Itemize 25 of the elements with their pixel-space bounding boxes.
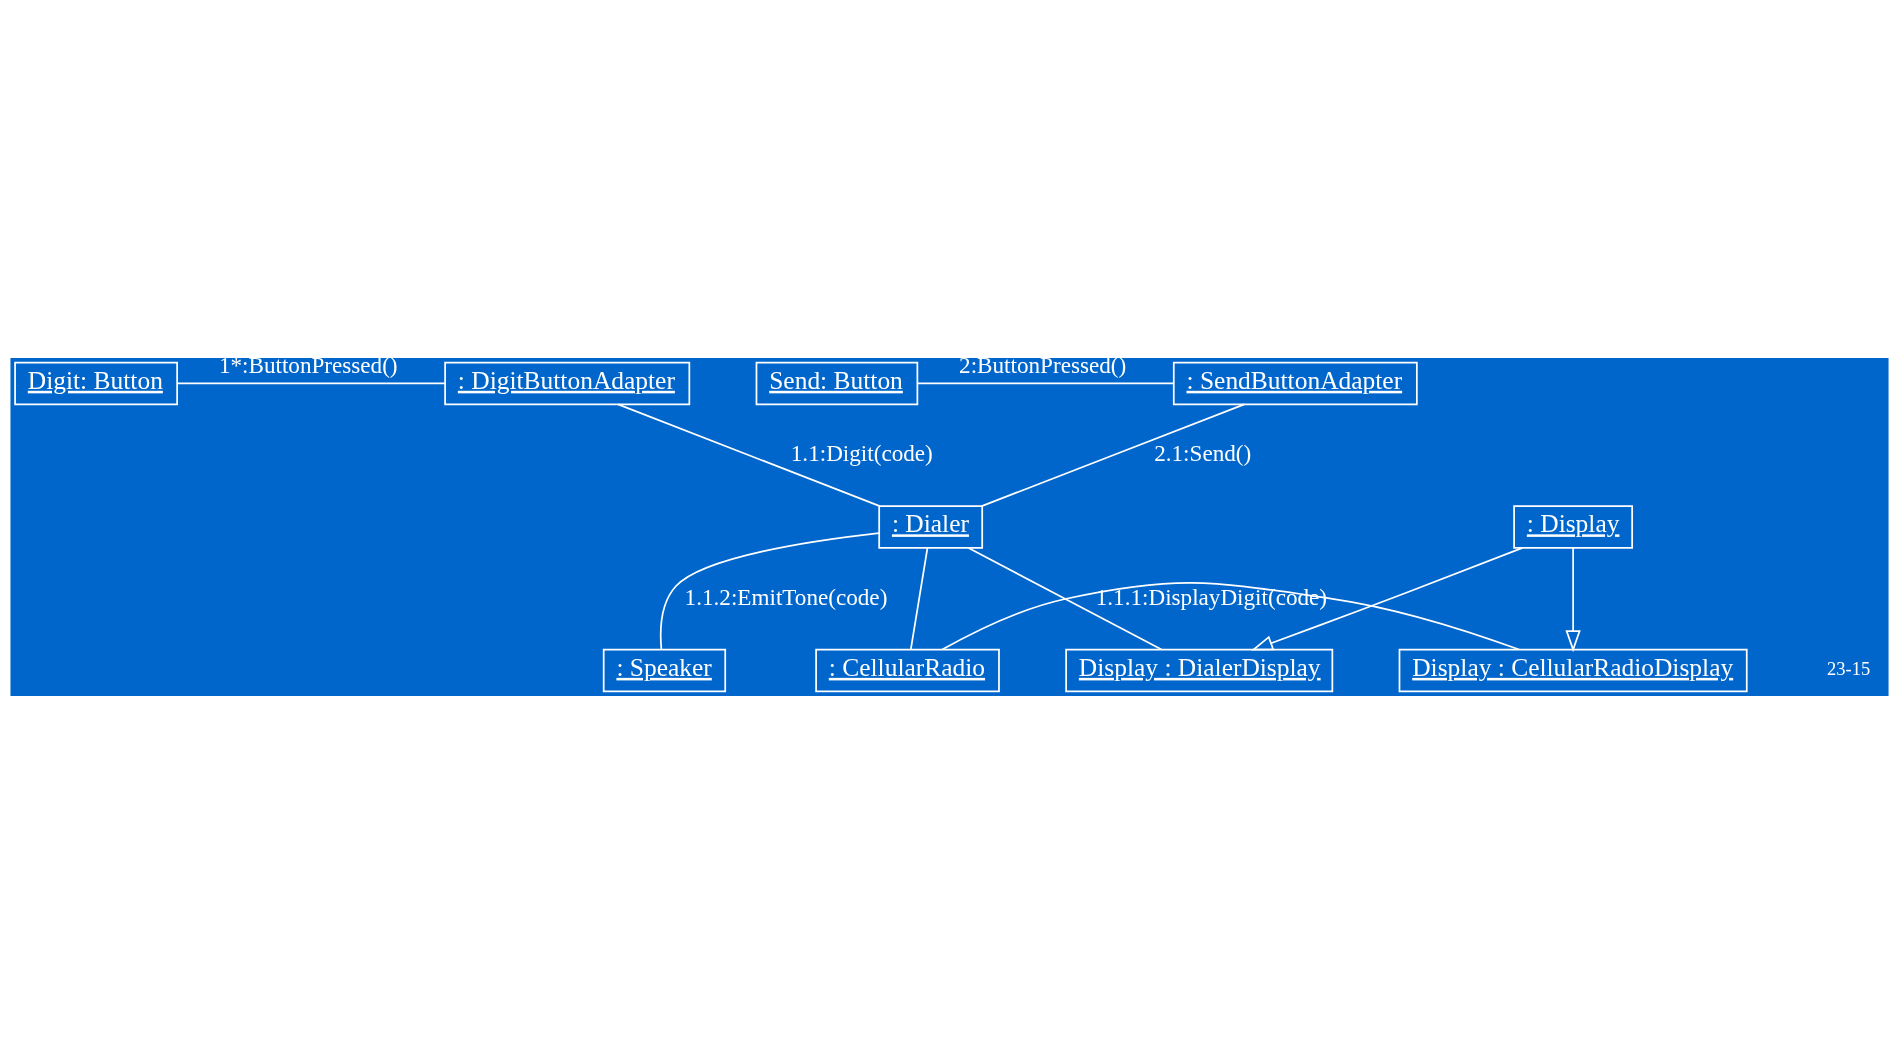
connector	[659, 531, 880, 650]
node-box: : SendButtonAdapter	[1172, 361, 1418, 405]
connector	[941, 581, 1521, 650]
edge-label: 1.1.1:DisplayDigit(code)	[1095, 583, 1328, 610]
node-box: Display : DialerDisplay	[1065, 648, 1334, 692]
connector	[176, 382, 446, 384]
connector	[967, 546, 1163, 650]
connector	[909, 546, 929, 650]
arrow	[1251, 546, 1524, 651]
node-box: : DigitButtonAdapter	[444, 361, 691, 405]
connector	[916, 382, 1175, 384]
arrow	[1565, 546, 1581, 652]
node-box: : Display	[1513, 504, 1634, 549]
connector	[617, 403, 881, 507]
node-box: Send: Button	[755, 361, 919, 405]
node-box: Display : CellularRadioDisplay	[1398, 648, 1748, 692]
connector	[980, 403, 1246, 507]
edge-label: 2.1:Send()	[1154, 439, 1252, 466]
node-box: : Dialer	[878, 504, 984, 549]
node-box: : Speaker	[602, 648, 727, 692]
edge-label: 1.1.2:EmitTone(code)	[684, 583, 888, 610]
node-box: : CellularRadio	[815, 648, 1000, 692]
node-box: Digit: Button	[14, 361, 178, 405]
edge-label: 1.1:Digit(code)	[790, 439, 933, 466]
label: 23-15	[1827, 657, 1871, 679]
